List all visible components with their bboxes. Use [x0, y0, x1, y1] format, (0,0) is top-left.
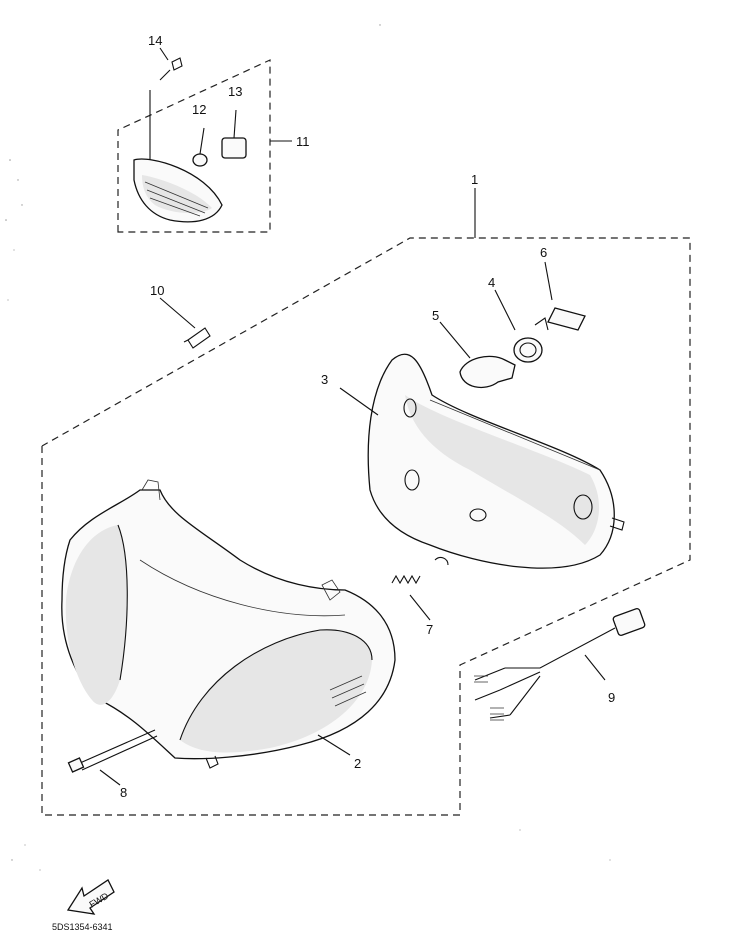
callout-3: 3	[321, 372, 328, 387]
sub-assembly-outline	[117, 59, 271, 233]
callout-5: 5	[432, 308, 439, 323]
socket-13	[221, 109, 247, 159]
callout-1: 1	[471, 172, 478, 187]
callout-2: 2	[354, 756, 361, 771]
callout-12: 12	[192, 102, 206, 117]
callout-9: 9	[608, 690, 615, 705]
callout-4: 4	[488, 275, 495, 290]
spring-7	[391, 556, 449, 585]
callout-14: 14	[148, 33, 162, 48]
wire-harness-9	[474, 608, 646, 721]
assembly-outline	[41, 237, 691, 816]
callout-6: 6	[540, 245, 547, 260]
callout-numbers: 1 2 3 4 5 6 7 8 9 10 11 12 13 14	[120, 33, 615, 800]
callout-11: 11	[296, 134, 310, 149]
callout-13: 13	[228, 84, 242, 99]
screw-10	[183, 327, 211, 349]
clip-6	[547, 307, 586, 331]
small-lamp-housing	[133, 90, 223, 223]
leader-lines	[99, 47, 606, 786]
bolt-8	[67, 729, 158, 773]
socket-4	[513, 317, 549, 363]
figure-code: 5DS1354-6341	[52, 922, 113, 932]
reflector-unit	[367, 353, 625, 569]
callout-10: 10	[150, 283, 164, 298]
bulb-5	[459, 355, 516, 389]
forward-arrow-icon: FWD	[66, 879, 115, 915]
bulb-12	[192, 127, 208, 167]
callout-8: 8	[120, 785, 127, 800]
scan-noise	[5, 24, 611, 871]
callout-7: 7	[426, 622, 433, 637]
screw-14	[159, 57, 183, 81]
headlight-housing	[61, 479, 396, 769]
